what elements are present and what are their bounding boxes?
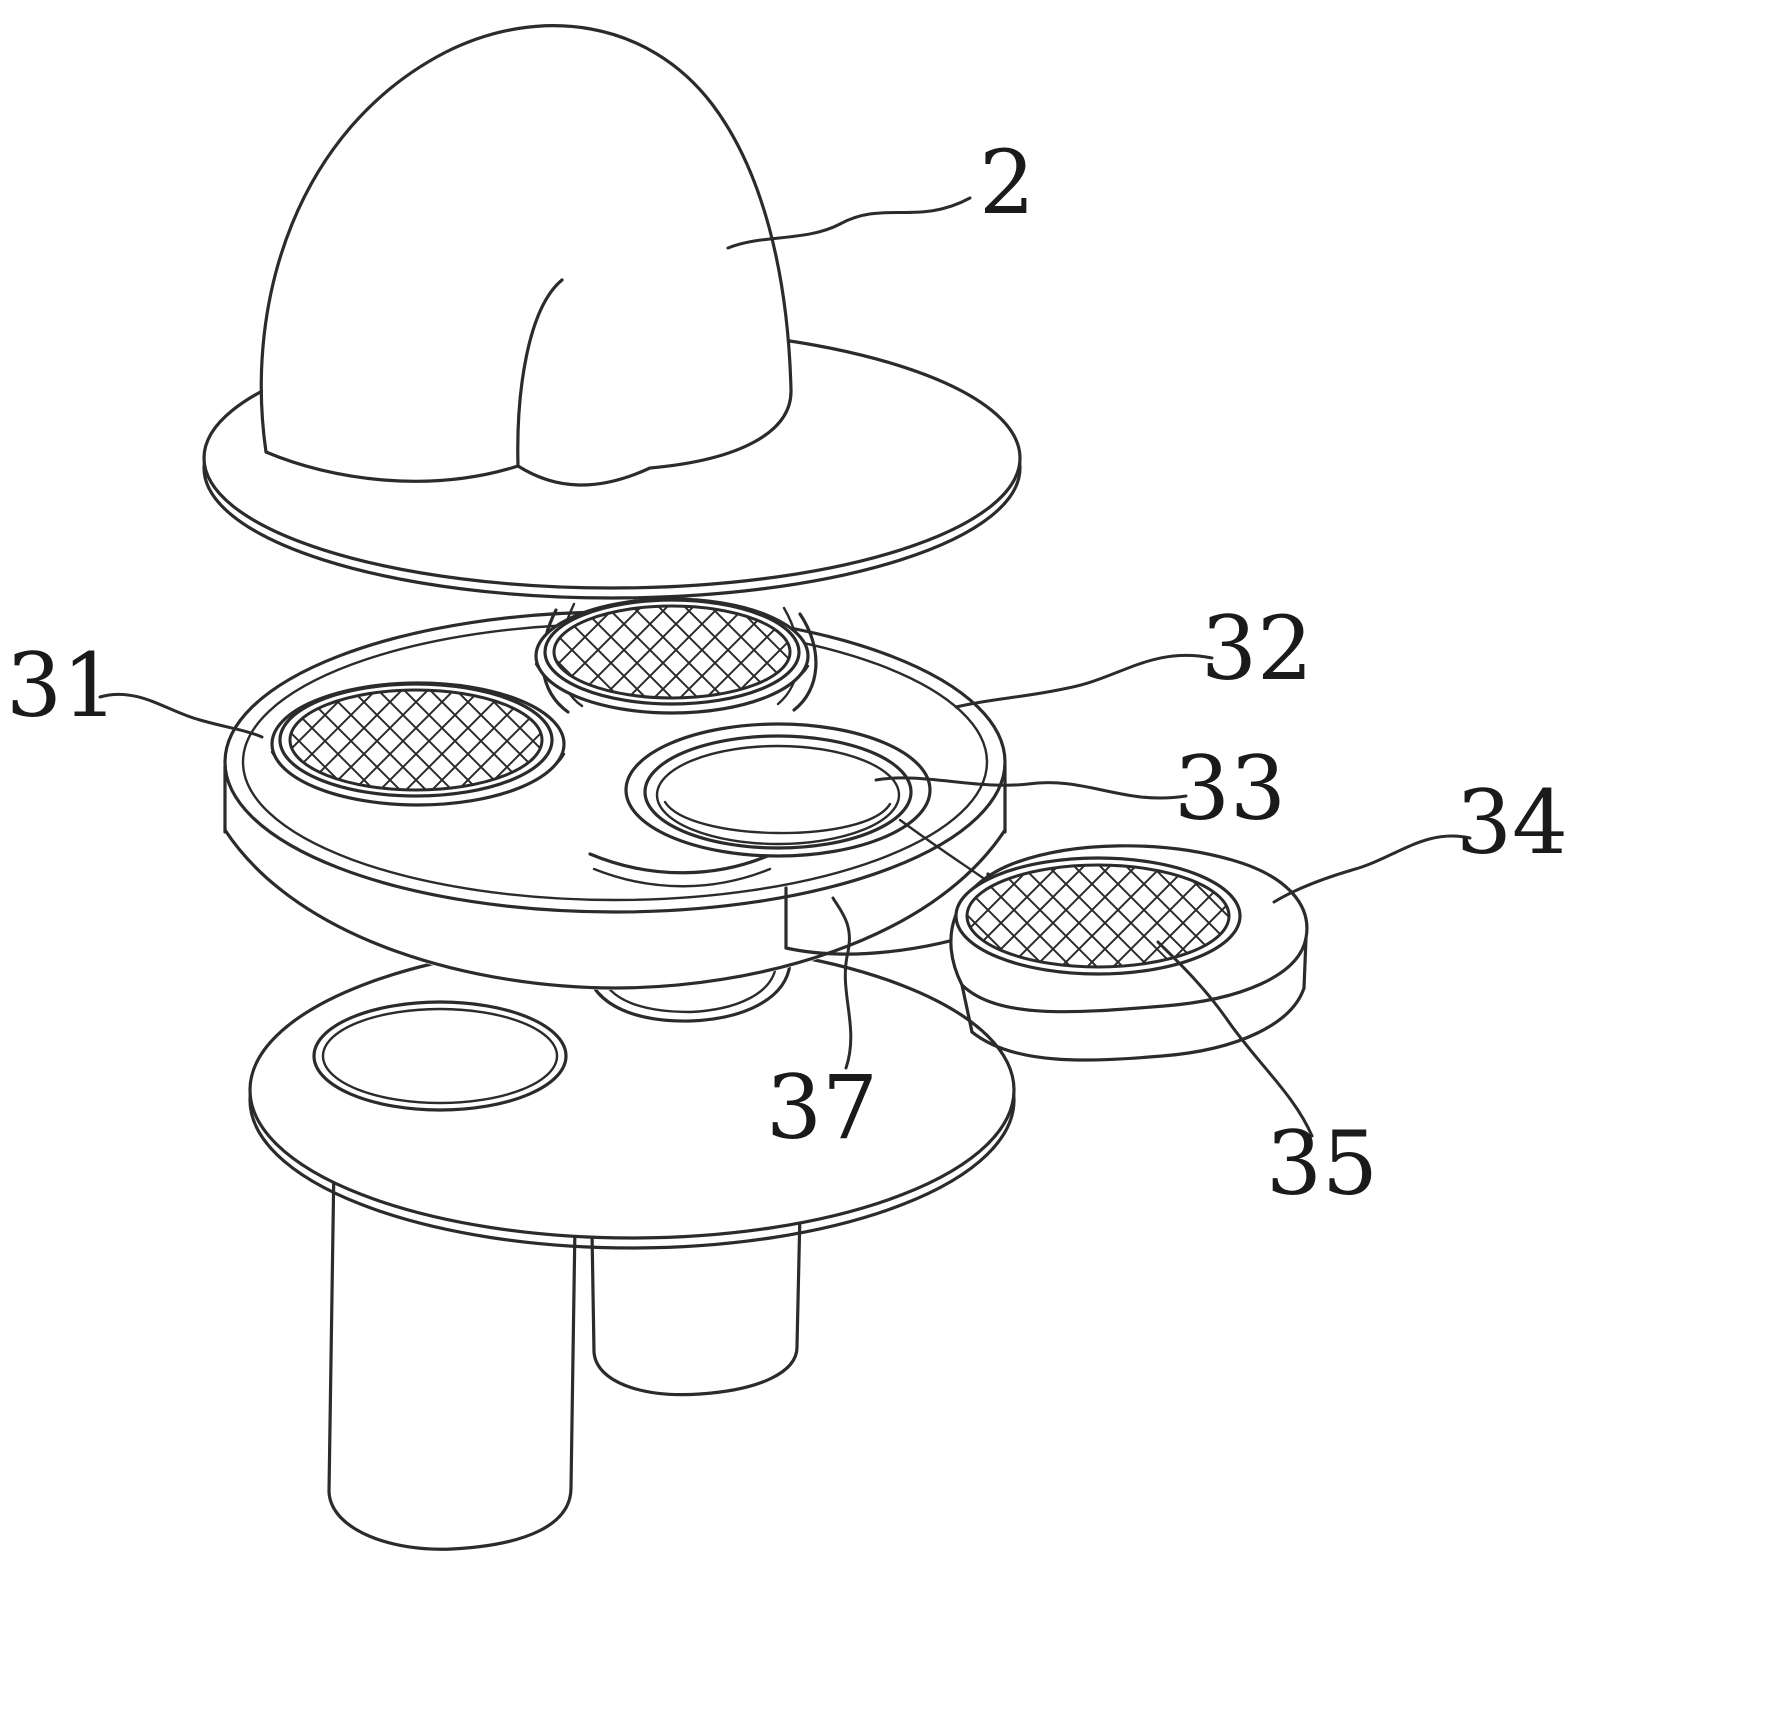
- mesh-screen-top: [534, 597, 810, 715]
- strainer-tray: [223, 597, 1007, 990]
- cartridge-right-edge: [1302, 936, 1308, 990]
- center-hub-ring: [584, 962, 792, 1023]
- label-part31: 31: [6, 634, 118, 737]
- hub-outer-arc: [584, 962, 792, 1023]
- filter-cartridge: [949, 844, 1309, 1062]
- notch-chute-line: [898, 818, 988, 882]
- top-mesh-screen: [552, 604, 792, 700]
- dome-elbow-inner-edge: [516, 278, 564, 468]
- leader-part32: [954, 653, 1214, 709]
- tray-bottom-edge: [223, 828, 1007, 990]
- part-labels: 2 31 32 33 34 35 37: [6, 131, 1568, 1215]
- port-inner-ring: [655, 744, 901, 846]
- divider-bottom-b: [592, 867, 772, 888]
- cartridge-bottom-edge: [970, 986, 1306, 1062]
- port-mid-ring: [643, 734, 913, 850]
- label-part2: 2: [979, 131, 1035, 234]
- leader-part33: [874, 776, 1188, 800]
- label-part32: 32: [1201, 597, 1313, 700]
- port-depth-arc: [663, 800, 892, 835]
- base-disc-hole-outer: [312, 1000, 568, 1112]
- hub-inner-arc: [598, 964, 778, 1014]
- leader-lines: [98, 196, 1472, 1138]
- dome-cover: [259, 24, 793, 487]
- support-legs: [327, 1156, 802, 1551]
- label-part37: 37: [766, 1056, 878, 1159]
- left-mesh-screen: [288, 688, 544, 792]
- base-disc-hole-inner: [321, 1007, 559, 1105]
- right-leg-cylinder: [590, 1210, 802, 1397]
- divider-upper-right-a: [792, 612, 818, 712]
- mesh-screen-left: [270, 681, 566, 807]
- label-part35: 35: [1266, 1112, 1378, 1215]
- leader-part35: [1156, 940, 1314, 1138]
- cartridge-mesh-screen: [965, 863, 1231, 969]
- dome-silhouette: [259, 24, 793, 487]
- tray-side-band: [225, 762, 1005, 990]
- cartridge-tip-edge: [960, 983, 974, 1034]
- label-part34: 34: [1456, 771, 1568, 874]
- port-outer-ring: [624, 722, 932, 858]
- leader-part31: [98, 692, 264, 739]
- leader-part2: [726, 196, 972, 250]
- divider-bottom-a: [588, 852, 774, 875]
- base-disc: [248, 940, 1016, 1250]
- open-port-right: [624, 722, 932, 858]
- leader-part34: [1272, 834, 1472, 904]
- left-leg-cylinder: [327, 1156, 578, 1551]
- label-part33: 33: [1174, 737, 1286, 840]
- leader-part37: [831, 896, 853, 1070]
